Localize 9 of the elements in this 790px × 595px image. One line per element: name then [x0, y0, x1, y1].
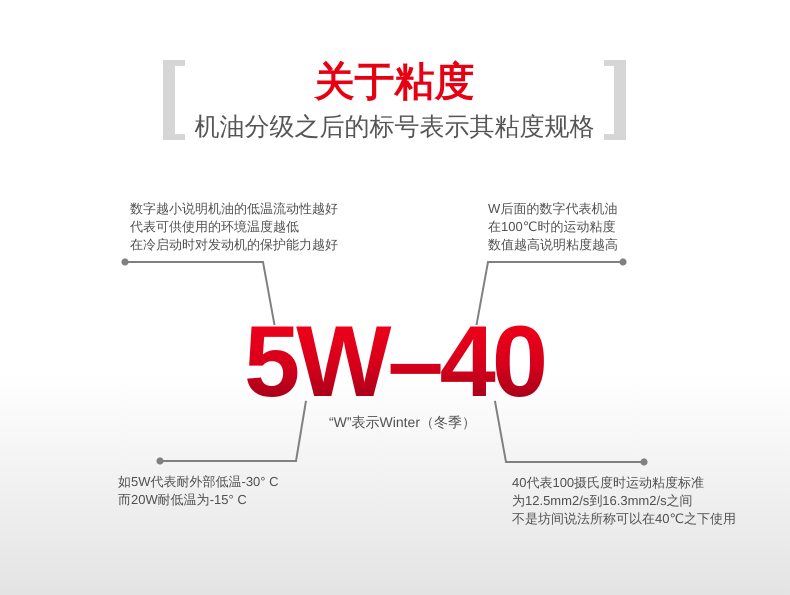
leader-line	[156, 400, 307, 465]
leader-line	[494, 400, 648, 466]
annotation-text: 如5W代表耐外部低温-30° C 而20W耐低温为-15° C	[118, 473, 278, 509]
node-label: “W”表示Winter（冬季）	[329, 413, 476, 431]
annotation-text: W后面的数字代表机油 在100℃时的运动粘度 数值越高说明粘度越高	[488, 200, 618, 254]
subheading: 机油分级之后的标号表示其粘度规格	[194, 112, 594, 142]
annotation-text: 40代表100摄氏度时运动粘度标准 为12.5mm2/s到16.3mm2/s之间 不是坊间说法所称可以在40℃之下使用	[512, 474, 736, 528]
annotation-text: 数字越小说明机油的低温流动性越好 代表可供使用的环境温度越低 在冷启动时对发动机的保护能力越好	[130, 200, 338, 254]
heading: 关于粘度	[314, 60, 474, 104]
